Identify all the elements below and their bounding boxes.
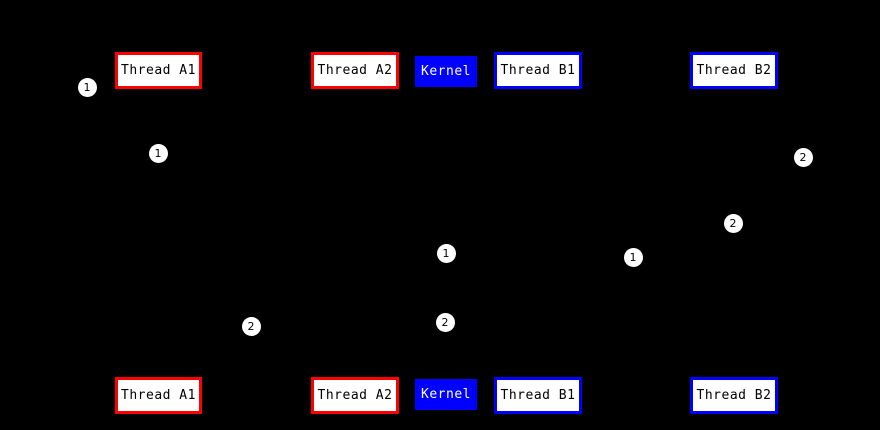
msg-2 — [158, 153, 355, 154]
lifeline-kernel — [446, 87, 447, 379]
lifeline-thread-b1 — [538, 89, 539, 377]
sequence-badge-2: 2 — [793, 147, 813, 167]
participant-header-thread-b1-label: Thread B1 — [500, 63, 576, 78]
participant-header-thread-a1-label: Thread A1 — [121, 63, 196, 78]
sequence-badge-1: 1 — [436, 243, 456, 263]
sequence-badge-1: 1 — [148, 143, 168, 163]
lifeline-thread-a1 — [158, 89, 159, 377]
sequence-badge-1: 1 — [77, 77, 97, 97]
participant-footer-thread-b2[interactable]: Thread B2 — [690, 377, 778, 414]
sequence-badge-2: 2 — [723, 213, 743, 233]
participant-footer-thread-b1-label: Thread B1 — [500, 388, 576, 403]
lifeline-thread-a2 — [355, 89, 356, 377]
participant-header-thread-b2[interactable]: Thread B2 — [690, 52, 778, 89]
sequence-badge-1: 1 — [623, 247, 643, 267]
participant-footer-kernel-label: Kernel — [421, 387, 471, 402]
msg-8 — [355, 321, 446, 322]
participant-footer-thread-b2-label: Thread B2 — [696, 388, 772, 403]
participant-footer-thread-a1[interactable]: Thread A1 — [115, 377, 202, 414]
participant-header-kernel[interactable]: Kernel — [415, 56, 477, 87]
msg-4 — [538, 222, 733, 223]
participant-footer-thread-b1[interactable]: Thread B1 — [494, 377, 582, 414]
participant-footer-kernel[interactable]: Kernel — [415, 379, 477, 410]
sequence-badge-2: 2 — [241, 316, 261, 336]
lifeline-thread-b2 — [733, 89, 734, 377]
participant-header-thread-b2-label: Thread B2 — [696, 63, 772, 78]
participant-header-thread-a2[interactable]: Thread A2 — [311, 52, 399, 89]
participant-footer-thread-a1-label: Thread A1 — [121, 388, 196, 403]
msg-5 — [446, 253, 538, 254]
participant-header-kernel-label: Kernel — [421, 64, 471, 79]
participant-header-thread-a2-label: Thread A2 — [317, 63, 393, 78]
sequence-badge-2: 2 — [435, 312, 455, 332]
participant-header-thread-a1[interactable]: Thread A1 — [115, 52, 202, 89]
participant-footer-thread-a2[interactable]: Thread A2 — [311, 377, 399, 414]
participant-header-thread-b1[interactable]: Thread B1 — [494, 52, 582, 89]
participant-footer-thread-a2-label: Thread A2 — [317, 388, 393, 403]
